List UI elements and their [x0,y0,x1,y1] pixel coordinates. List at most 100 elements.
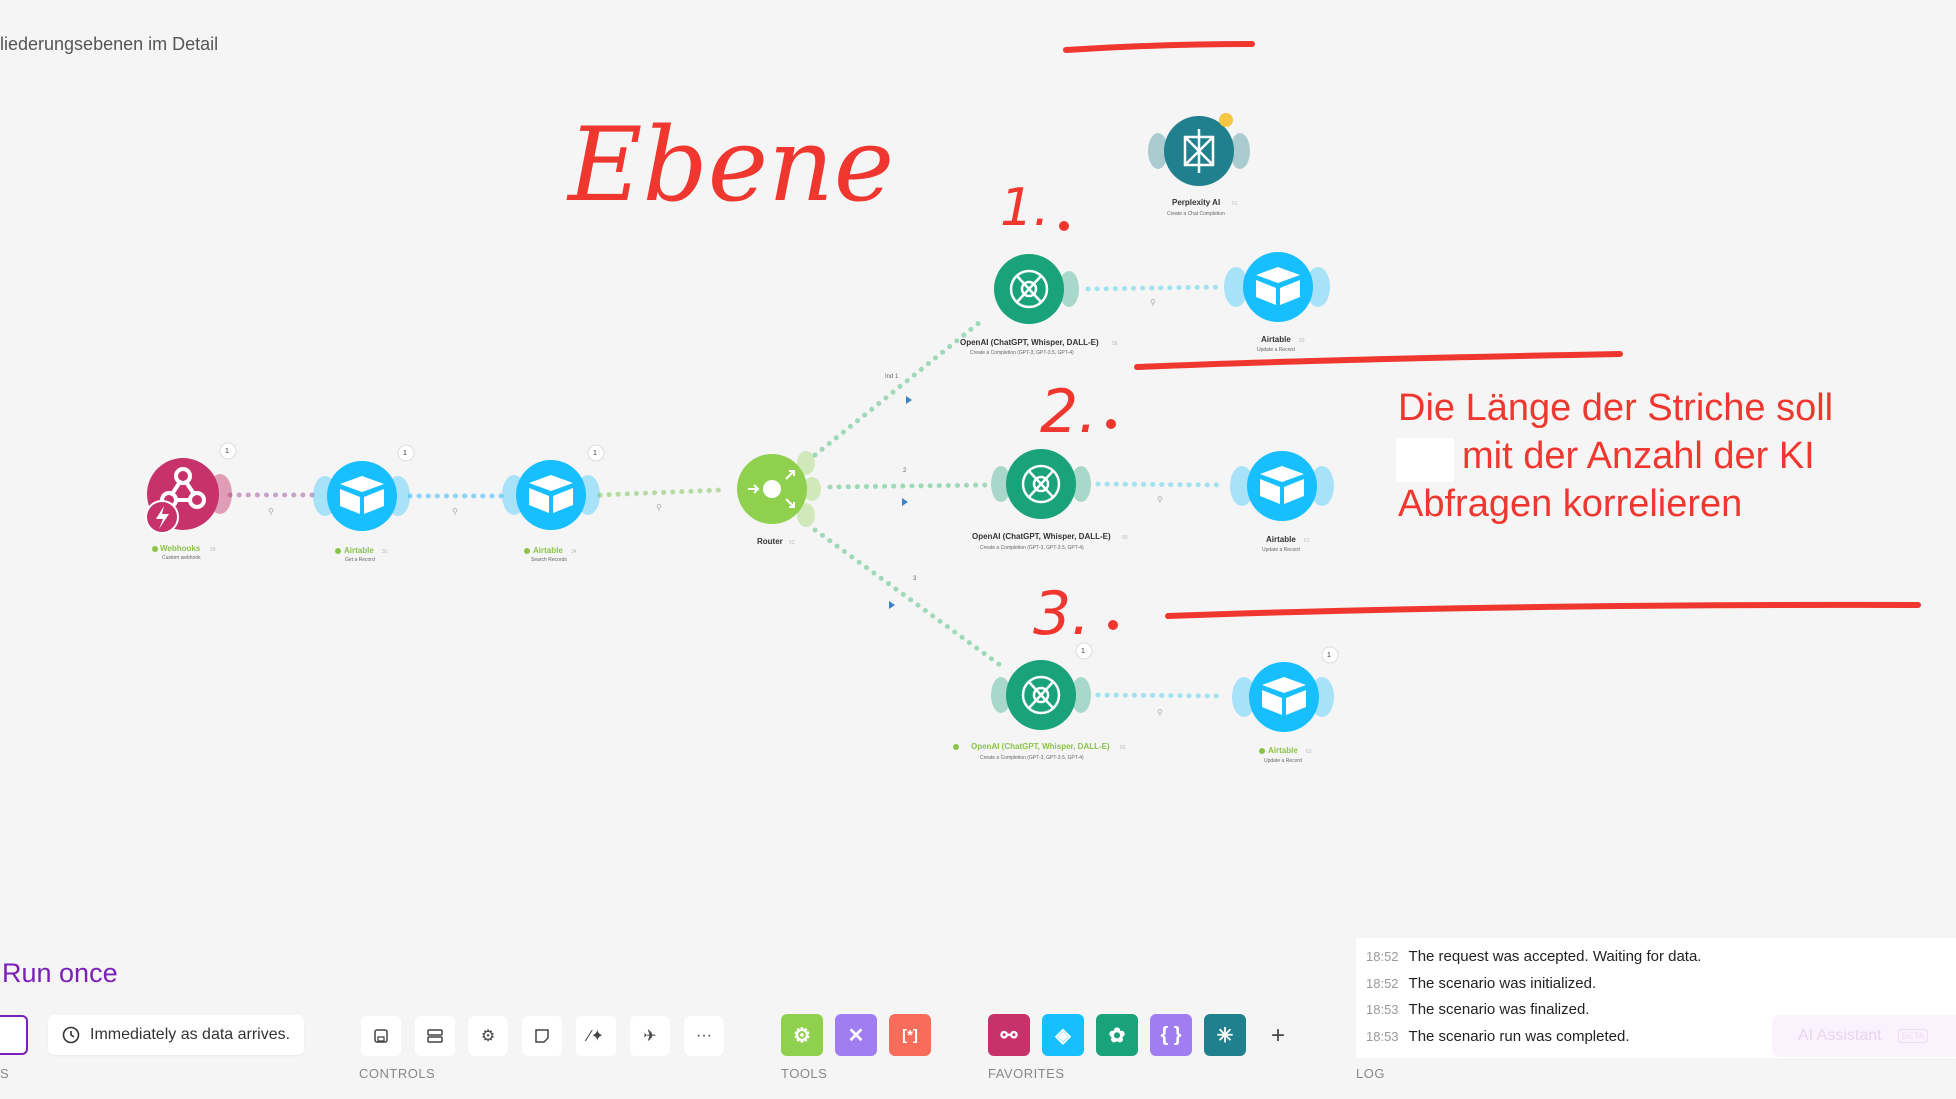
module-title: Airtable [1261,335,1291,344]
more-button[interactable]: ··· [684,1016,724,1056]
favorite-json-button[interactable]: { } [1150,1014,1192,1056]
notes-button[interactable] [522,1016,562,1056]
favorite-webhooks-button[interactable]: ⚯ [988,1014,1030,1056]
module-id: 63 [1306,749,1312,755]
auto-align-button[interactable] [415,1016,455,1056]
schedule-label: Immediately as data arrives. [90,1026,291,1043]
annotation-heading: Ebene [566,106,894,225]
module-title: Airtable [533,546,563,555]
route-markers[interactable] [889,396,912,609]
module-airtable-search[interactable]: 1 Airtable 34 Search Records [502,444,605,563]
module-id: 34 [571,549,577,555]
layout-icon [427,1029,443,1043]
text-parser-icon: [*] [902,1026,918,1044]
module-badge: 1 [1327,652,1331,659]
beta-badge: BETA [1897,1029,1929,1043]
module-airtable-update-1[interactable]: Airtable 59 Update a Record [1224,252,1330,353]
module-id: 61 [1232,201,1238,207]
openai-icon [1009,269,1049,309]
favorite-perplexity-button[interactable]: ✳ [1204,1014,1246,1056]
perplexity-icon [1183,129,1215,173]
annotation-note: Die Länge der Striche soll mit der Anzah… [1398,384,1878,528]
route-label-3: 3 [913,576,917,582]
plus-icon: + [1270,1022,1285,1049]
section-label-controls: CONTROLS [359,1066,436,1081]
annotation-note-line: Die Länge der Striche soll [1398,387,1834,429]
module-perplexity[interactable]: Perplexity AI 61 Create a Chat Completio… [1148,113,1250,217]
perplexity-icon: ✳ [1216,1024,1234,1047]
module-subtitle: Create a Completion (GPT-3, GPT-3.5, GPT… [970,350,1074,356]
module-router[interactable]: Router 52 [737,451,821,546]
airtable-icon [529,475,573,513]
module-title: Airtable [1268,746,1298,755]
scenario-settings-button[interactable]: ⚙ [468,1016,508,1056]
annotation-note-line: mit der Anzahl der KI [1462,435,1815,477]
module-openai-1[interactable]: OpenAI (ChatGPT, Whisper, DALL-E) 58 Cre… [960,254,1118,356]
route-label-1: Ind 1 [885,374,899,380]
module-badge: 1 [1081,648,1085,655]
svg-text:⚲: ⚲ [1157,708,1163,717]
clock-icon [62,1026,80,1044]
module-subtitle: Create a Completion (GPT-3, GPT-3.5, GPT… [980,755,1084,761]
module-id: 28 [210,547,216,553]
module-airtable-get[interactable]: 1 Airtable 30 Get a Record [313,444,415,563]
airtable-icon [1260,466,1304,504]
airtable-icon: ◈ [1055,1024,1071,1047]
module-subtitle: Update a Record [1264,758,1302,764]
module-id: 60 [1122,535,1128,541]
explain-flow-button[interactable]: ⁄✦ [576,1016,616,1056]
favorite-openai-button[interactable]: ✿ [1096,1014,1138,1056]
favorite-airtable-button[interactable]: ◈ [1042,1014,1084,1056]
module-title: Webhooks [160,544,201,553]
module-title: Airtable [1266,535,1296,544]
annotation-level-3: 3. [1033,579,1090,649]
section-label-tools: TOOLS [781,1066,828,1081]
connection-router-openai-3 [812,527,1003,668]
run-once-label[interactable]: Run once [2,958,118,988]
module-openai-2[interactable]: OpenAI (ChatGPT, Whisper, DALL-E) 60 Cre… [972,449,1128,551]
module-subtitle: Search Records [531,557,567,563]
module-airtable-update-2[interactable]: Airtable 61 Update a Record [1230,451,1334,553]
ai-assistant-button[interactable]: AI Assistant BETA [1772,1015,1956,1057]
webhook-icon: ⚯ [1000,1024,1018,1047]
filter-markers[interactable]: ⚲⚲⚲ ⚲⚲⚲ [268,298,1163,717]
openai-icon [1021,464,1061,504]
module-title: OpenAI (ChatGPT, Whisper, DALL-E) [960,338,1099,347]
annotation-note-line: Abfragen korrelieren [1398,483,1743,525]
module-openai-3[interactable]: 1 OpenAI (ChatGPT, Whisper, DALL-E) 62 C… [953,642,1126,761]
module-title: Perplexity AI [1172,198,1220,207]
connection-openai2-airtable2 [1095,481,1228,488]
module-id: 52 [789,540,795,546]
openai-icon [1021,675,1061,715]
run-once-button[interactable] [0,1015,28,1055]
connection-airtable-router [597,487,723,498]
annotation-blank-patch [1396,438,1454,482]
tools-tools-button[interactable]: ✕ [835,1014,877,1056]
connection-router-openai-1 [812,315,988,458]
note-icon [535,1029,549,1043]
module-subtitle: Create a Completion (GPT-3, GPT-3.5, GPT… [980,545,1084,551]
connection-openai1-airtable1 [1085,284,1223,292]
ai-assistant-label: AI Assistant [1798,1027,1882,1044]
module-badge: 1 [403,450,407,457]
tools-flow-control-button[interactable]: ⚙ [781,1014,823,1056]
module-airtable-update-3[interactable]: 1 Airtable 63 Update a Record [1232,646,1339,764]
module-webhooks[interactable]: 1 Webhooks 28 Custom webhook [145,442,237,561]
tools-text-parser-button[interactable]: [*] [889,1014,931,1056]
annotation-strokes [1059,41,1921,630]
schedule-button[interactable]: Immediately as data arrives. [48,1015,305,1055]
explain-flow-plane-button[interactable]: ✈ [630,1016,670,1056]
svg-text:⚲: ⚲ [656,503,662,512]
breadcrumb[interactable]: liederungsebenen im Detail [0,34,219,54]
svg-text:⚲: ⚲ [1150,298,1156,307]
save-button[interactable] [361,1016,401,1056]
webhook-icon [160,467,206,509]
add-favorite-button[interactable]: + [1258,1016,1298,1056]
more-icon: ··· [696,1027,712,1044]
module-id: 59 [1299,338,1305,344]
connection-openai3-airtable3 [1095,692,1228,699]
airtable-icon [1256,267,1300,305]
